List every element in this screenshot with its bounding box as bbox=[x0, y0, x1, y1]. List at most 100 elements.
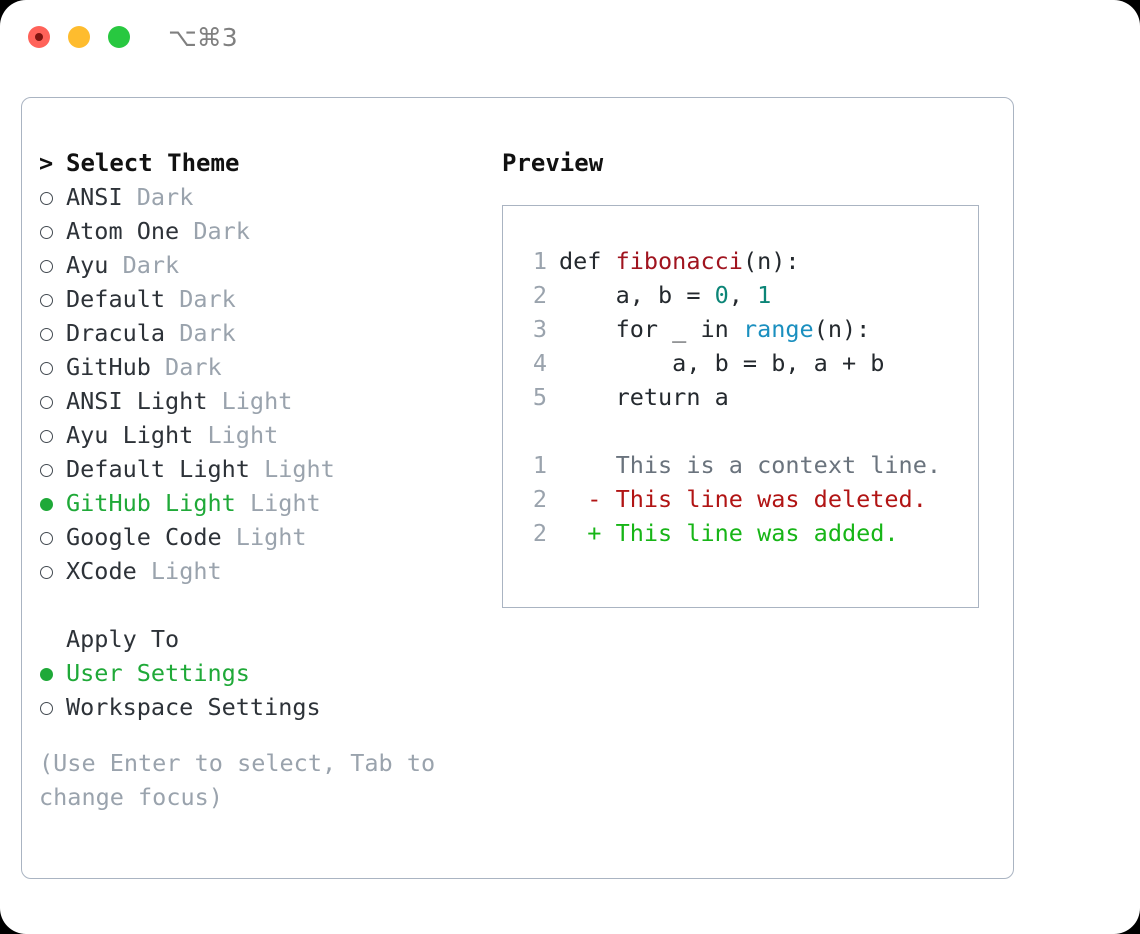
code-line: 5 return a bbox=[503, 380, 978, 414]
bullet-glyph bbox=[40, 702, 53, 715]
theme-list-item[interactable]: GitHub Dark bbox=[39, 350, 479, 384]
theme-list-item[interactable]: Atom One Dark bbox=[39, 214, 479, 248]
radio-unselected-icon bbox=[39, 180, 66, 214]
code-token: def bbox=[559, 247, 616, 275]
theme-variant-tag: Light bbox=[150, 557, 222, 585]
code-text: for _ in range(n): bbox=[559, 312, 871, 346]
theme-variant-tag: Dark bbox=[179, 285, 236, 313]
line-number: 4 bbox=[532, 349, 547, 377]
theme-variant-tag: Light bbox=[235, 523, 307, 551]
line-number: 2 bbox=[532, 281, 547, 309]
code-text: def fibonacci(n): bbox=[559, 244, 800, 278]
apply-to-option-label: User Settings bbox=[66, 659, 250, 687]
diff-text: This is a context line. bbox=[559, 451, 942, 479]
apply-to-option-label: Workspace Settings bbox=[66, 693, 321, 721]
caret-icon: > bbox=[39, 149, 54, 177]
diff-line: 1 This is a context line. bbox=[503, 448, 978, 482]
radio-unselected-icon bbox=[39, 282, 66, 316]
apply-to-option[interactable]: User Settings bbox=[39, 656, 479, 690]
radio-unselected-icon bbox=[39, 520, 66, 554]
code-token: (n): bbox=[813, 315, 871, 343]
bullet-glyph bbox=[40, 464, 53, 477]
theme-name: Ayu Light bbox=[66, 421, 194, 449]
theme-list-item[interactable]: Ayu Light Light bbox=[39, 418, 479, 452]
line-number: 2 bbox=[532, 485, 547, 513]
radio-selected-icon bbox=[39, 486, 66, 520]
keyboard-hint-text: (Use Enter to select, Tab to change focu… bbox=[39, 749, 450, 811]
code-token: 1 bbox=[757, 281, 772, 309]
code-token: a, b = bbox=[559, 281, 715, 309]
code-token: , bbox=[728, 281, 758, 309]
line-number: 1 bbox=[532, 451, 547, 479]
theme-variant-tag: Dark bbox=[122, 251, 180, 279]
theme-name: XCode bbox=[66, 557, 137, 585]
theme-name: Ayu bbox=[66, 251, 109, 279]
theme-name: GitHub bbox=[66, 353, 151, 381]
bullet-glyph bbox=[40, 328, 53, 341]
theme-variant-tag: Light bbox=[207, 421, 279, 449]
line-number: 5 bbox=[532, 383, 547, 411]
theme-list-item[interactable]: Ayu Dark bbox=[39, 248, 479, 282]
minimize-button[interactable] bbox=[68, 26, 90, 48]
theme-name: Default Light bbox=[66, 455, 250, 483]
close-button[interactable] bbox=[28, 26, 50, 48]
code-token: range bbox=[742, 315, 814, 343]
select-theme-header: > Select Theme bbox=[39, 146, 479, 180]
theme-variant-tag: Dark bbox=[136, 183, 194, 211]
preview-title: Preview bbox=[502, 149, 604, 177]
theme-name: Google Code bbox=[66, 523, 222, 551]
theme-list-item[interactable]: Google Code Light bbox=[39, 520, 479, 554]
window-controls bbox=[28, 26, 130, 48]
bullet-glyph bbox=[40, 566, 53, 579]
zoom-button[interactable] bbox=[108, 26, 130, 48]
diff-line: 2 + This line was added. bbox=[503, 516, 978, 550]
theme-list-item[interactable]: Dracula Dark bbox=[39, 316, 479, 350]
apply-to-heading: Apply To bbox=[39, 622, 479, 656]
radio-unselected-icon bbox=[39, 316, 66, 350]
radio-unselected-icon bbox=[39, 690, 66, 724]
bullet-glyph bbox=[40, 532, 53, 545]
theme-name: Default bbox=[66, 285, 166, 313]
radio-unselected-icon bbox=[39, 248, 66, 282]
apply-to-option[interactable]: Workspace Settings bbox=[39, 690, 479, 724]
code-token: a, b = b, a + b bbox=[559, 349, 885, 377]
bullet-glyph bbox=[40, 260, 53, 273]
theme-list-item[interactable]: ANSI Light Light bbox=[39, 384, 479, 418]
theme-name: GitHub Light bbox=[66, 489, 236, 517]
theme-list-item[interactable]: XCode Light bbox=[39, 554, 479, 588]
bullet-glyph bbox=[40, 294, 53, 307]
theme-list-item[interactable]: ANSI Dark bbox=[39, 180, 479, 214]
radio-unselected-icon bbox=[39, 214, 66, 248]
theme-variant-tag: Dark bbox=[193, 217, 250, 245]
radio-unselected-icon bbox=[39, 554, 66, 588]
theme-name: ANSI Light bbox=[66, 387, 208, 415]
bullet-glyph bbox=[40, 430, 53, 443]
bullet-glyph bbox=[40, 226, 53, 239]
code-diff-gap bbox=[503, 414, 978, 448]
theme-list-item[interactable]: Default Dark bbox=[39, 282, 479, 316]
theme-list-item[interactable]: GitHub Light Light bbox=[39, 486, 479, 520]
code-token: 0 bbox=[714, 281, 729, 309]
code-line: 3 for _ in range(n): bbox=[503, 312, 978, 346]
radio-unselected-icon bbox=[39, 350, 66, 384]
bullet-glyph bbox=[40, 396, 53, 409]
code-token: for _ in bbox=[559, 315, 743, 343]
theme-variant-tag: Dark bbox=[179, 319, 236, 347]
theme-variant-tag: Dark bbox=[165, 353, 222, 381]
theme-list-item[interactable]: Default Light Light bbox=[39, 452, 479, 486]
radio-unselected-icon bbox=[39, 384, 66, 418]
code-token: fibonacci bbox=[615, 247, 743, 275]
code-text: a, b = b, a + b bbox=[559, 346, 884, 380]
theme-variant-tag: Light bbox=[249, 489, 321, 517]
code-text: return a bbox=[559, 380, 729, 414]
code-line: 2 a, b = 0, 1 bbox=[503, 278, 978, 312]
theme-name: Atom One bbox=[66, 217, 180, 245]
code-text: a, b = 0, 1 bbox=[559, 278, 772, 312]
line-number: 3 bbox=[532, 315, 547, 343]
